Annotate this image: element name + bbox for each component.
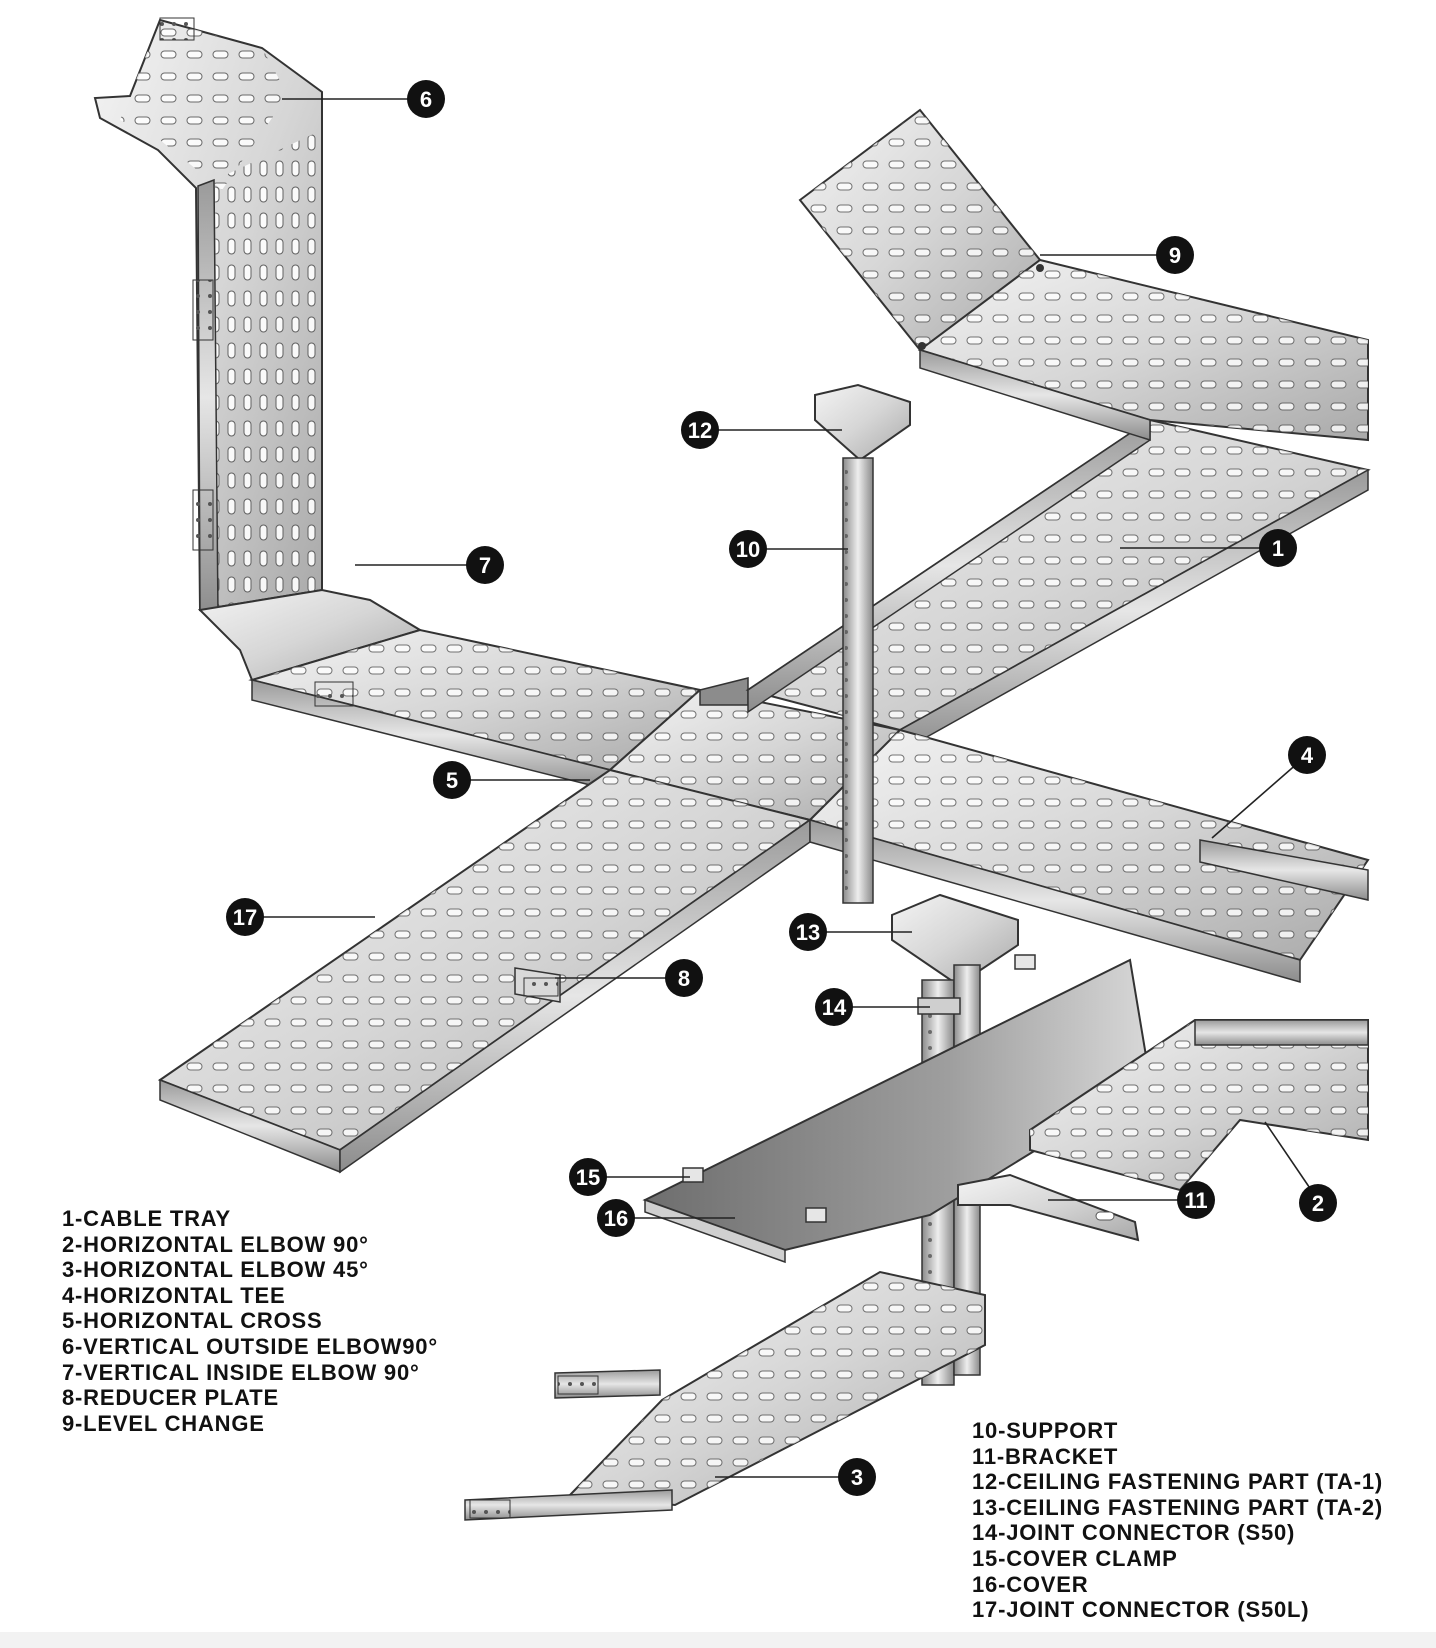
legend-item: 4-HORIZONTAL TEE	[62, 1282, 286, 1308]
callout-9: 9	[1156, 236, 1194, 274]
callout-8-label: 8	[678, 966, 690, 991]
legend-left: 1-CABLE TRAY 2-HORIZONTAL ELBOW 90° 3-HO…	[62, 1206, 438, 1436]
level-change-assembly	[798, 108, 1369, 442]
callout-11-label: 11	[1184, 1188, 1207, 1213]
legend-item: 7-VERTICAL INSIDE ELBOW 90°	[62, 1359, 420, 1385]
callout-16: 16	[597, 1199, 635, 1237]
legend-item: 17-JOINT CONNECTOR (S50L)	[972, 1597, 1310, 1623]
legend-item: 1-CABLE TRAY	[62, 1206, 231, 1231]
vertical-elbow-assembly	[93, 17, 423, 682]
callout-5: 5	[433, 761, 471, 799]
callout-16-label: 16	[604, 1206, 628, 1231]
legend-item: 9-LEVEL CHANGE	[62, 1410, 265, 1436]
legend-item: 15-COVER CLAMP	[972, 1545, 1178, 1571]
callout-14: 14	[815, 988, 853, 1026]
callout-13-label: 13	[796, 920, 820, 945]
callout-13: 13	[789, 913, 827, 951]
callout-15: 15	[569, 1158, 607, 1196]
callout-2: 2	[1299, 1184, 1337, 1222]
callout-4-label: 4	[1301, 743, 1314, 768]
legend-item: 13-CEILING FASTENING PART (TA-2)	[972, 1494, 1384, 1520]
bottom-strip	[0, 1632, 1436, 1648]
callout-4: 4	[1288, 736, 1326, 774]
horizontal-elbow-45	[464, 1270, 986, 1521]
legend-right: 10-SUPPORT 11-BRACKET 12-CEILING FASTENI…	[972, 1418, 1383, 1623]
callout-14-label: 14	[822, 995, 847, 1020]
cover-assembly	[642, 954, 1152, 1264]
legend-item: 8-REDUCER PLATE	[62, 1385, 279, 1411]
callout-12-label: 12	[688, 418, 712, 443]
callout-17: 17	[226, 898, 264, 936]
callout-1: 1	[1259, 529, 1297, 567]
callout-6: 6	[407, 80, 445, 118]
legend-item: 14-JOINT CONNECTOR (S50)	[972, 1520, 1296, 1546]
callout-17-label: 17	[233, 905, 257, 930]
callout-11: 11	[1177, 1181, 1215, 1219]
legend-item: 16-COVER	[972, 1571, 1089, 1597]
callout-8: 8	[665, 959, 703, 997]
horizontal-elbow-90	[1029, 1019, 1369, 1192]
legend-item: 3-HORIZONTAL ELBOW 45°	[62, 1257, 369, 1283]
callout-2-label: 2	[1312, 1191, 1324, 1216]
callout-5-label: 5	[446, 768, 458, 793]
callout-12: 12	[681, 411, 719, 449]
callout-3-label: 3	[851, 1465, 863, 1490]
legend-item: 2-HORIZONTAL ELBOW 90°	[62, 1231, 369, 1257]
legend-item: 11-BRACKET	[972, 1443, 1119, 1469]
callout-7: 7	[466, 546, 504, 584]
bracket	[957, 1173, 1140, 1242]
callout-1-label: 1	[1272, 536, 1284, 561]
callout-10-label: 10	[736, 537, 760, 562]
callout-9-label: 9	[1169, 243, 1181, 268]
legend-item: 5-HORIZONTAL CROSS	[62, 1308, 323, 1334]
callout-3: 3	[838, 1458, 876, 1496]
legend-item: 6-VERTICAL OUTSIDE ELBOW90°	[62, 1333, 438, 1359]
callout-15-label: 15	[576, 1165, 600, 1190]
callout-7-label: 7	[479, 553, 491, 578]
callout-6-label: 6	[420, 87, 432, 112]
callout-10: 10	[729, 530, 767, 568]
legend-item: 12-CEILING FASTENING PART (TA-1)	[972, 1469, 1384, 1495]
support-ta1	[814, 383, 911, 904]
legend-item: 10-SUPPORT	[972, 1418, 1119, 1443]
